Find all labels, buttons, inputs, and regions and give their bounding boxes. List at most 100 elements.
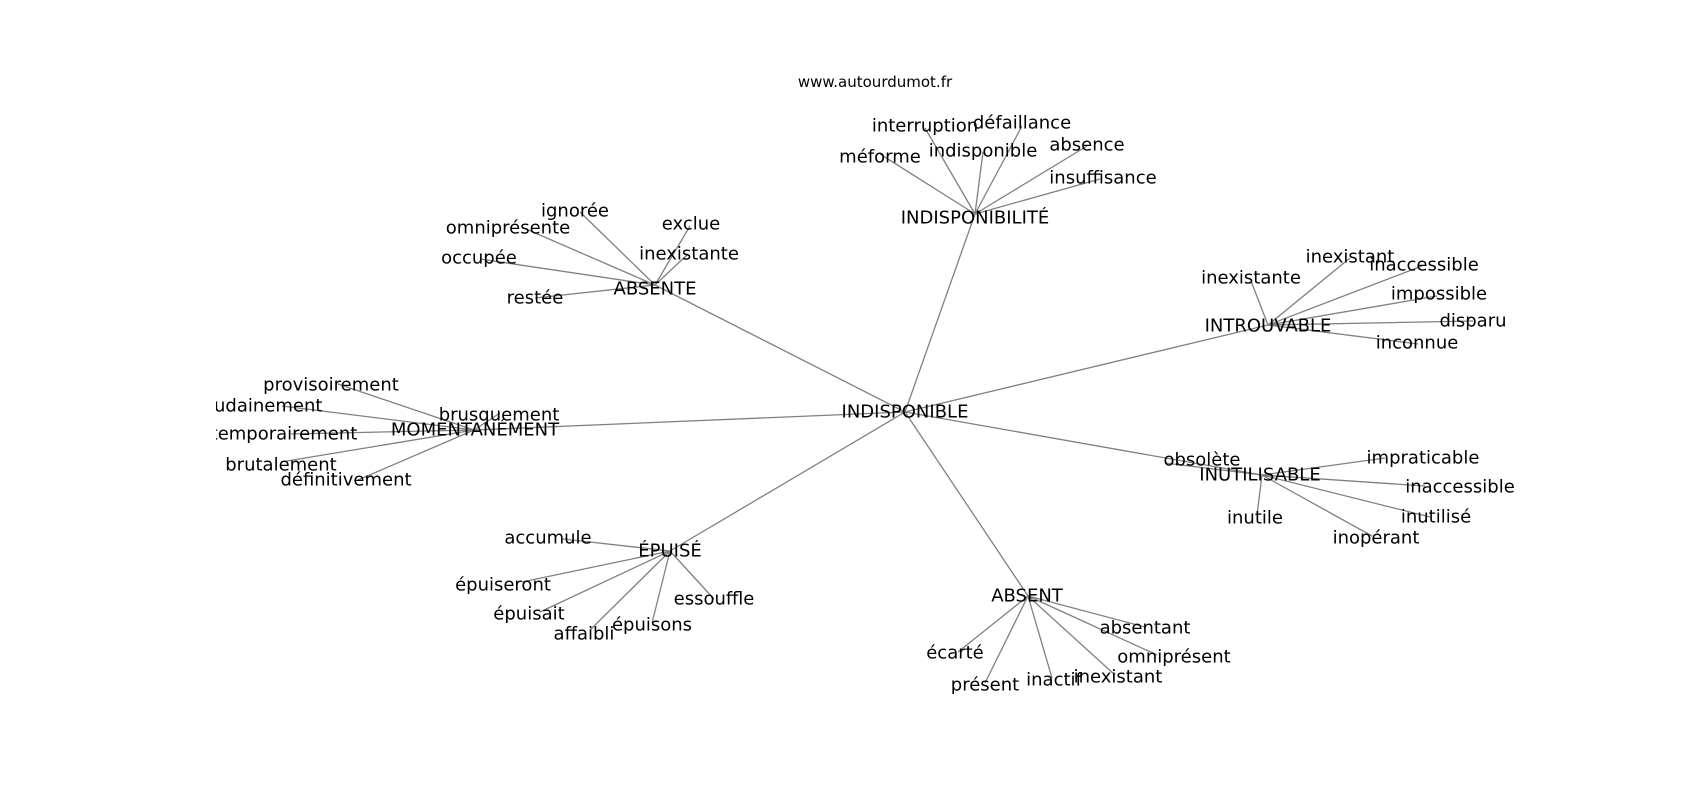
edge [280, 429, 475, 463]
group-node-introuvable[interactable]: INTROUVABLE [1205, 316, 1332, 337]
edge [1267, 265, 1423, 326]
word-node[interactable]: épuiseront [455, 575, 551, 596]
word-node[interactable]: impossible [1391, 284, 1487, 305]
edge [924, 127, 976, 215]
edge [1027, 595, 1053, 679]
edge [669, 550, 715, 600]
word-node[interactable]: méforme [839, 147, 921, 168]
edge [1267, 295, 1438, 326]
edge [654, 253, 689, 286]
edge [904, 411, 1263, 476]
word-node[interactable]: inexistante [1201, 268, 1301, 289]
word-node[interactable]: inutile [1227, 508, 1283, 529]
word-node[interactable]: interruption [872, 116, 978, 137]
edges [280, 125, 1474, 684]
word-node[interactable]: inconnue [1376, 333, 1459, 354]
word-node[interactable]: épuisait [493, 604, 564, 625]
word-node[interactable]: omniprésent [1117, 647, 1230, 668]
edge [974, 145, 1088, 215]
edge [337, 383, 475, 431]
edge [1027, 595, 1116, 676]
edge [1027, 595, 1158, 656]
word-node[interactable]: inexistante [639, 244, 739, 265]
labels: www.autourdumot.fr INDISPONIBLE INDISPON… [194, 73, 1515, 696]
edge [357, 429, 475, 481]
word-node[interactable]: impraticable [1367, 448, 1480, 469]
word-node[interactable]: inexistant [1074, 667, 1163, 688]
word-node[interactable]: accumule [504, 528, 591, 549]
word-node[interactable]: inaccessible [1405, 477, 1515, 498]
group-node-indisponibilite[interactable]: INDISPONIBILITÉ [901, 207, 1050, 229]
edge [1267, 257, 1351, 326]
edge [521, 550, 671, 583]
group-node-momentanement[interactable]: MOMENTANÉMENT [391, 419, 560, 441]
word-node[interactable]: restée [507, 288, 564, 309]
word-node[interactable]: omniprésente [446, 218, 570, 239]
edge [290, 429, 475, 435]
edge [525, 228, 656, 286]
edge [654, 284, 906, 413]
word-node[interactable]: obsolète [1163, 450, 1240, 471]
group-node-absente[interactable]: ABSENTE [614, 279, 697, 300]
edge [1261, 474, 1373, 537]
group-node-absent[interactable]: ABSENT [991, 586, 1064, 607]
edge [1267, 324, 1419, 345]
edge [1164, 462, 1263, 476]
word-node[interactable]: soudainement [194, 396, 323, 417]
word-node[interactable]: inutilisé [1401, 507, 1471, 528]
edge [957, 595, 1029, 653]
edge [904, 324, 1269, 413]
edge [904, 411, 1029, 597]
center-node[interactable]: INDISPONIBLE [842, 402, 969, 423]
edge [534, 284, 656, 299]
word-node[interactable]: inactif [1026, 670, 1082, 691]
word-node[interactable]: défaillance [973, 113, 1071, 134]
edge [562, 538, 671, 552]
word-node[interactable]: brutalement [225, 455, 336, 476]
word-node[interactable]: exclue [662, 214, 720, 235]
edge [1261, 474, 1426, 487]
word-node[interactable]: essouffle [674, 589, 755, 610]
edge [669, 411, 906, 552]
figure-crop-edge [0, 0, 216, 800]
word-node[interactable]: présent [951, 675, 1019, 696]
edge [974, 178, 1101, 215]
word-node[interactable]: définitivement [280, 470, 411, 491]
group-node-inutilisable[interactable]: INUTILISABLE [1199, 465, 1320, 486]
word-node[interactable]: disparu [1439, 311, 1506, 332]
edge [984, 595, 1029, 684]
edge [579, 211, 656, 286]
edge [904, 213, 976, 413]
edge [1250, 280, 1269, 326]
word-node[interactable]: affaibli [554, 624, 615, 645]
site-url: www.autourdumot.fr [798, 73, 953, 91]
edge [654, 225, 691, 286]
word-node[interactable]: occupée [441, 248, 517, 269]
word-node[interactable]: provisoirement [263, 375, 399, 396]
edge [1027, 595, 1146, 628]
word-node[interactable]: absence [1049, 135, 1124, 156]
word-node[interactable]: insuffisance [1049, 168, 1156, 189]
edge [879, 153, 976, 215]
word-node[interactable]: ignorée [541, 201, 609, 222]
word-node[interactable]: inopérant [1333, 528, 1420, 549]
edge [539, 550, 671, 613]
word-node[interactable]: inexistant [1306, 247, 1395, 268]
group-node-epuise[interactable]: ÉPUISÉ [638, 540, 702, 562]
edge [479, 258, 656, 286]
edge [651, 550, 671, 624]
word-node[interactable]: écarté [926, 643, 984, 664]
edge [974, 151, 984, 215]
edge [974, 125, 1023, 215]
word-node[interactable]: absentant [1100, 618, 1191, 639]
edge [589, 550, 671, 631]
word-node[interactable]: inaccessible [1369, 255, 1479, 276]
edge [1267, 320, 1474, 326]
edge [281, 405, 475, 431]
edge [1261, 474, 1431, 518]
word-node[interactable]: temporairement [211, 424, 358, 445]
word-node[interactable]: indisponible [929, 141, 1038, 162]
word-node[interactable]: brusquement [439, 405, 560, 426]
word-node[interactable]: épuisons [612, 615, 692, 636]
